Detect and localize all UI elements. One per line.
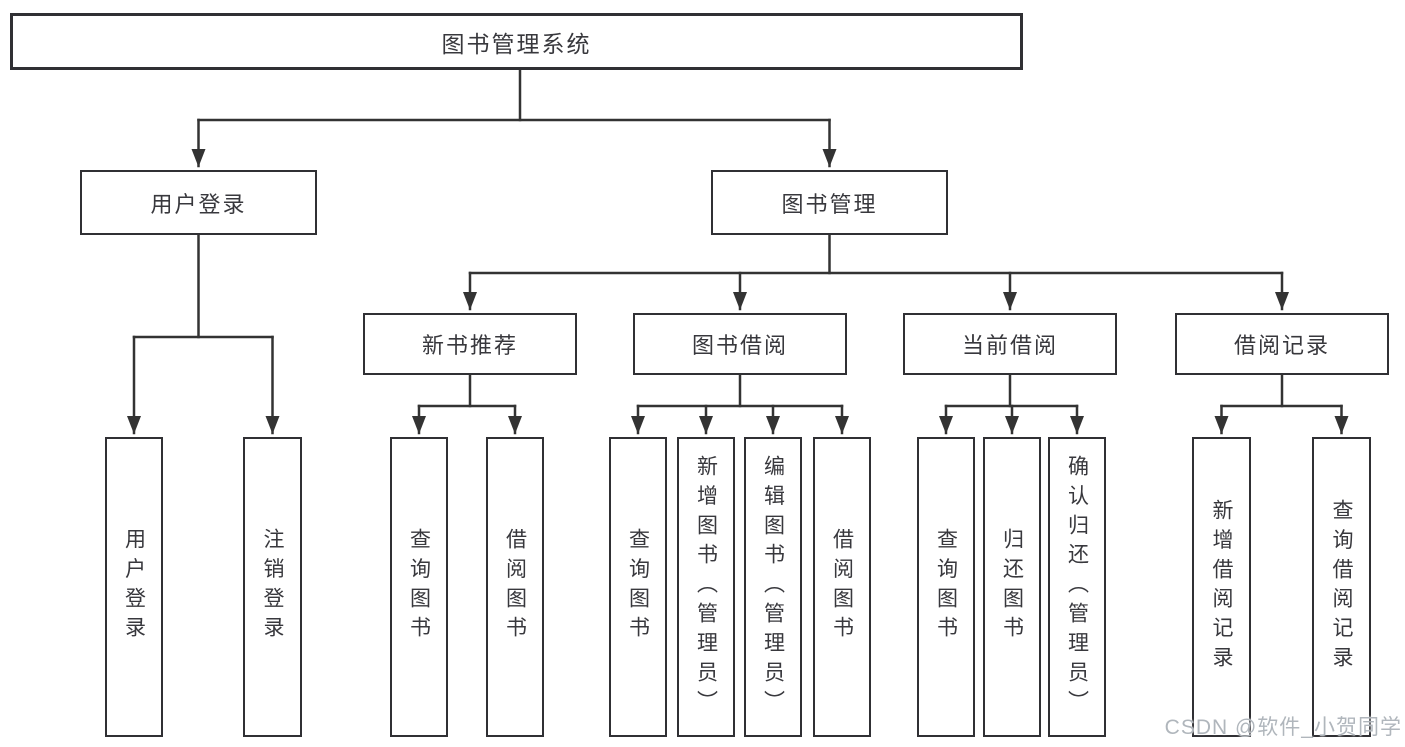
node-label: 图书管理系统: [441, 30, 592, 57]
node-borrowing-records: 借阅记录: [1175, 313, 1389, 375]
node-label: 图书借阅: [691, 333, 788, 358]
leaf-confirm-return-admin: 确认归还（管理员）: [1048, 437, 1106, 737]
node-book-management: 图书管理: [711, 170, 948, 235]
node-label: 借阅图书: [503, 528, 527, 646]
node-new-book-recommendation: 新书推荐: [363, 313, 577, 375]
node-label: 新书推荐: [421, 333, 518, 358]
node-label: 借阅图书: [830, 528, 854, 646]
leaf-query-borrow-record: 查询借阅记录: [1312, 437, 1371, 737]
leaf-borrow-books-recommend: 借阅图书: [486, 437, 544, 737]
leaf-query-books-borrowing: 查询图书: [609, 437, 667, 737]
node-library-management-system: 图书管理系统: [10, 13, 1023, 70]
node-label: 查询图书: [407, 528, 431, 646]
node-label: 确认归还（管理员）: [1065, 454, 1089, 720]
node-label: 查询图书: [934, 528, 958, 646]
leaf-query-books-recommend: 查询图书: [390, 437, 448, 737]
node-user-login: 用户登录: [80, 170, 317, 235]
leaf-edit-book-admin: 编辑图书（管理员）: [744, 437, 802, 737]
leaf-user-login: 用户登录: [105, 437, 163, 737]
leaf-return-books: 归还图书: [983, 437, 1041, 737]
node-current-borrowing: 当前借阅: [903, 313, 1117, 375]
node-label: 图书管理: [781, 191, 878, 217]
leaf-query-books-current: 查询图书: [917, 437, 975, 737]
node-label: 借阅记录: [1233, 333, 1330, 358]
leaf-add-borrow-record: 新增借阅记录: [1192, 437, 1251, 737]
node-label: 归还图书: [1000, 528, 1024, 646]
node-book-borrowing: 图书借阅: [633, 313, 847, 375]
node-label: 查询图书: [626, 528, 650, 646]
leaf-logout: 注销登录: [243, 437, 302, 737]
node-label: 用户登录: [122, 528, 146, 646]
node-label: 注销登录: [261, 528, 284, 646]
watermark: CSDN @软件_小贺同学: [1164, 716, 1402, 739]
node-label: 查询借阅记录: [1330, 498, 1353, 676]
leaf-borrow-books: 借阅图书: [813, 437, 871, 737]
node-label: 用户登录: [150, 191, 247, 217]
node-label: 编辑图书（管理员）: [761, 454, 785, 720]
leaf-add-book-admin: 新增图书（管理员）: [677, 437, 735, 737]
node-label: 新增图书（管理员）: [694, 454, 718, 720]
node-label: 新增借阅记录: [1210, 498, 1233, 676]
node-label: 当前借阅: [961, 333, 1058, 358]
